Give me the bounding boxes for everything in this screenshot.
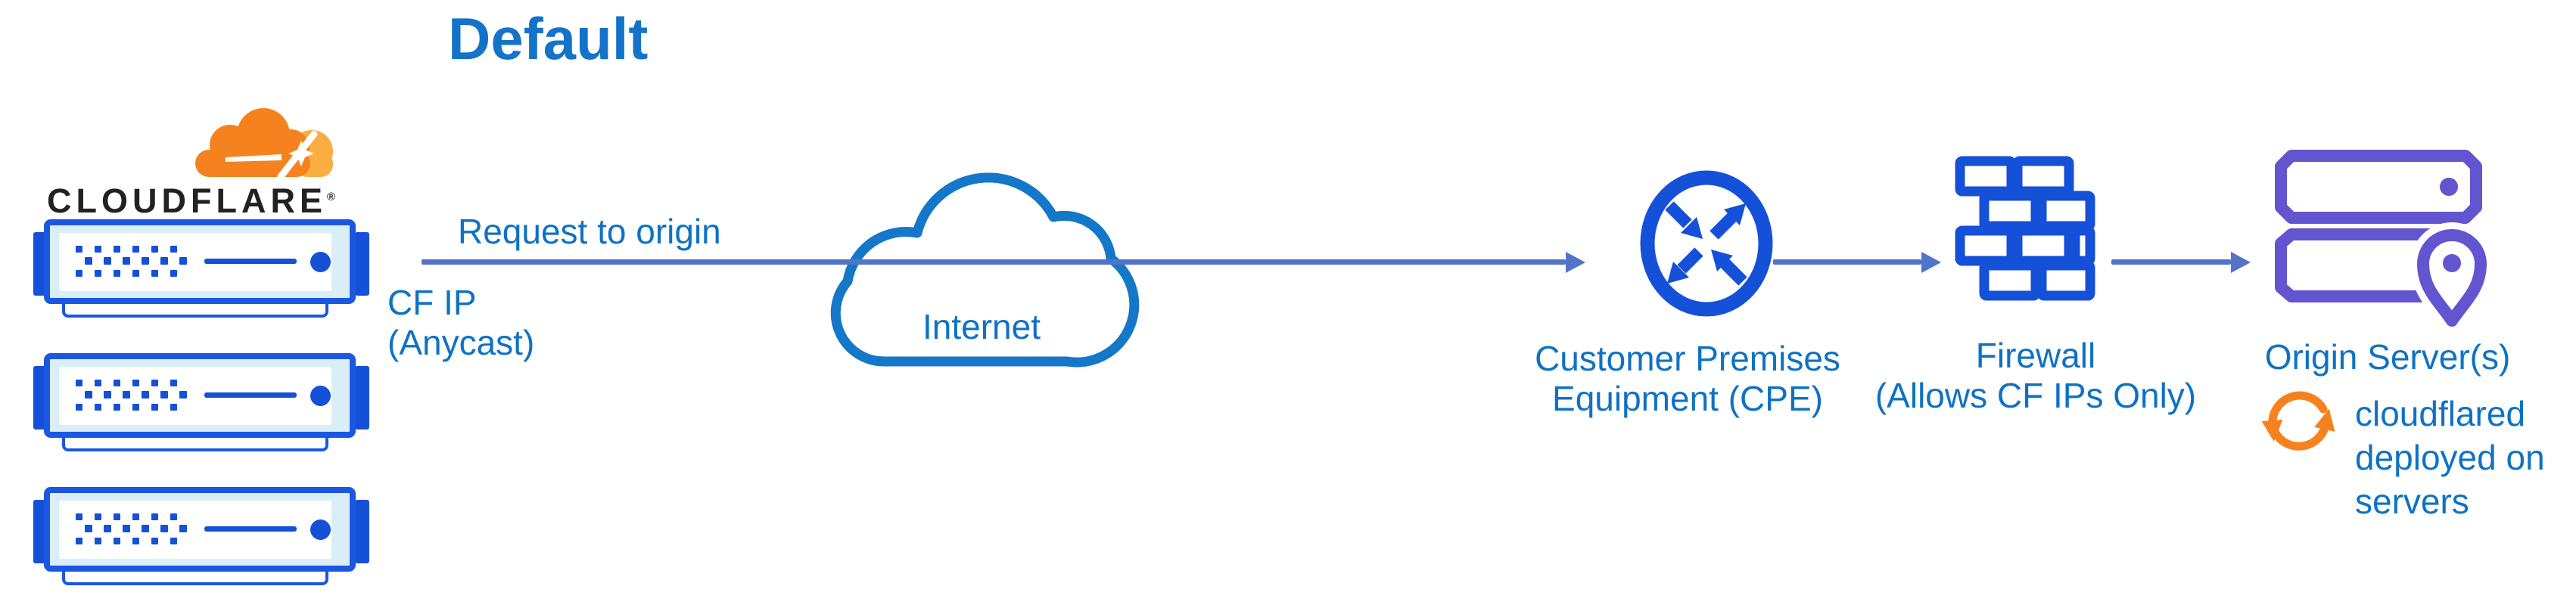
server-slot [204, 259, 297, 264]
cloudflare-wordmark: CLOUDFLARE® [47, 181, 335, 221]
origin-servers-icon [2275, 150, 2490, 327]
server-tab-right [355, 232, 369, 296]
cloudflared-line2: deployed on [2355, 438, 2545, 477]
cpe-router-icon [1640, 170, 1773, 317]
page-title: Default [448, 5, 649, 72]
server-power-dot [310, 252, 331, 272]
server-tab-right [355, 500, 369, 563]
cf-ip-anycast-label: CF IP (Anycast) [387, 283, 534, 363]
request-to-origin-label: Request to origin [458, 212, 721, 251]
cloudflared-label: cloudflared deployed on servers [2355, 392, 2545, 523]
arrow-right-icon [1921, 252, 1941, 273]
server-power-dot [310, 519, 331, 540]
cloudflared-line3: servers [2355, 482, 2469, 521]
server-power-dot [310, 386, 331, 406]
origin-servers-label: Origin Server(s) [2264, 337, 2511, 377]
cpe-label: Customer Premises Equipment (CPE) [1529, 339, 1846, 419]
arrow-right-icon [2231, 252, 2251, 273]
internet-label: Internet [922, 307, 1041, 346]
server-vents-icon [76, 246, 187, 277]
arrow-right-icon [1566, 252, 1585, 273]
cf-ip-line2: (Anycast) [387, 323, 535, 362]
cpe-label-line2: Equipment (CPE) [1552, 379, 1823, 418]
sync-icon [2261, 391, 2335, 451]
flow-line-3 [2111, 259, 2231, 265]
flow-line-1 [422, 259, 1566, 265]
registered-mark: ® [326, 191, 336, 203]
firewall-icon [1955, 156, 2095, 301]
cf-server-unit-2 [33, 353, 371, 454]
firewall-label: Firewall (Allows CF IPs Only) [1858, 336, 2214, 416]
firewall-label-line1: Firewall [1975, 336, 2096, 375]
cf-server-unit-3 [33, 487, 371, 588]
server-slot [204, 526, 297, 532]
firewall-label-line2: (Allows CF IPs Only) [1874, 376, 2197, 415]
server-vents-icon [76, 513, 187, 544]
server-tab-right [355, 366, 369, 429]
cpe-label-line1: Customer Premises [1535, 339, 1840, 378]
wordmark-text: CLOUDFLARE [47, 181, 327, 220]
cf-ip-line1: CF IP [387, 283, 477, 322]
cf-server-unit-1 [33, 219, 371, 321]
cloudflared-line1: cloudflared [2355, 394, 2526, 433]
server-vents-icon [76, 380, 187, 411]
flow-line-2 [1773, 259, 1921, 265]
internet-cloud-icon [830, 172, 1140, 367]
server-slot [204, 392, 297, 398]
cloudflare-logo-icon [195, 108, 333, 180]
